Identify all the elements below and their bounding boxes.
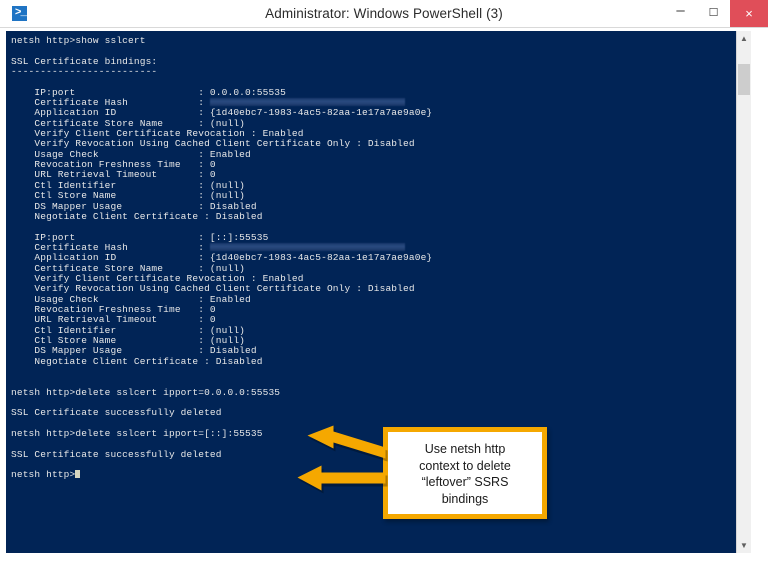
- minimize-icon: –: [676, 2, 685, 19]
- console-line: [11, 222, 432, 232]
- console-line: Revocation Freshness Time : 0: [11, 159, 216, 171]
- console-line: Application ID : {1d40ebc7-1983-4ac5-82a…: [11, 107, 433, 119]
- console-line: SSL Certificate successfully deleted: [11, 407, 222, 419]
- console-line: netsh http>show sslcert: [11, 35, 146, 46]
- annotation-callout-text: Use netsh http context to delete “leftov…: [419, 442, 511, 506]
- console-line: netsh http>: [11, 470, 432, 480]
- console-line: DS Mapper Usage : Disabled: [11, 345, 257, 357]
- window-title-bar[interactable]: >_ Administrator: Windows PowerShell (3)…: [0, 0, 768, 28]
- annotation-callout: Use netsh http context to delete “leftov…: [383, 427, 547, 519]
- console-cursor: [75, 470, 81, 479]
- annotation-arrow-upper: [307, 425, 388, 462]
- console-line: SSL Certificate successfully deleted: [11, 448, 222, 460]
- console-line: -------------------------: [11, 66, 158, 78]
- console-line: IP:port : 0.0.0.0:55535: [11, 86, 286, 98]
- powershell-icon-glyph: >_: [14, 7, 27, 19]
- console-line: Verify Client Certificate Revocation : E…: [11, 272, 304, 284]
- console-line: [11, 367, 432, 377]
- powershell-icon: >_: [11, 5, 28, 22]
- scroll-up-arrow-icon[interactable]: ▲: [737, 31, 751, 46]
- console-line: Certificate Store Name : (null): [11, 117, 246, 129]
- console-line: URL Retrieval Timeout : 0: [11, 314, 216, 326]
- console-line: Certificate Hash :: [11, 242, 432, 253]
- console-line: Verify Client Certificate Revocation : E…: [11, 128, 304, 140]
- console-line: Revocation Freshness Time : 0: [11, 303, 216, 315]
- console-scrollbar[interactable]: ▲ ▼: [736, 31, 751, 553]
- console-line: Ctl Identifier : (null): [11, 179, 246, 191]
- scroll-down-arrow-icon[interactable]: ▼: [737, 538, 751, 553]
- close-icon: ×: [745, 6, 753, 21]
- console-line: Ctl Store Name : (null): [11, 190, 246, 202]
- console-line: Ctl Store Name : (null): [11, 334, 246, 346]
- window-title: Administrator: Windows PowerShell (3): [265, 6, 503, 21]
- console-line: DS Mapper Usage : Disabled: [11, 200, 257, 212]
- minimize-button[interactable]: –: [664, 0, 697, 27]
- console-line: URL Retrieval Timeout : 0: [11, 169, 216, 181]
- close-button[interactable]: ×: [730, 0, 768, 27]
- scrollbar-thumb[interactable]: [738, 64, 750, 95]
- console-line: netsh http>delete sslcert ipport=0.0.0.0…: [11, 386, 281, 398]
- console-line: IP:port : [::]:55535: [11, 231, 269, 243]
- console-line: Negotiate Client Certificate : Disabled: [11, 210, 263, 222]
- console-line: Certificate Store Name : (null): [11, 262, 246, 274]
- console-line: Verify Revocation Using Cached Client Ce…: [11, 138, 415, 150]
- console-line: Application ID : {1d40ebc7-1983-4ac5-82a…: [11, 252, 433, 264]
- console-line: Verify Revocation Using Cached Client Ce…: [11, 283, 415, 295]
- console-line: Usage Check : Enabled: [11, 148, 251, 160]
- maximize-button[interactable]: ☐: [697, 0, 730, 27]
- console-line: Certificate Hash :: [11, 97, 432, 108]
- console-line: netsh http>delete sslcert ipport=[::]:55…: [11, 428, 263, 440]
- annotation-arrow-lower: [297, 465, 388, 494]
- redacted-certificate-hash: [209, 242, 405, 251]
- redacted-certificate-hash: [209, 98, 405, 107]
- console-line: Ctl Identifier : (null): [11, 324, 246, 336]
- console-line: Negotiate Client Certificate : Disabled: [11, 355, 263, 367]
- maximize-icon: ☐: [708, 7, 719, 19]
- console-line: Usage Check : Enabled: [11, 293, 251, 305]
- console-line: SSL Certificate bindings:: [11, 55, 158, 67]
